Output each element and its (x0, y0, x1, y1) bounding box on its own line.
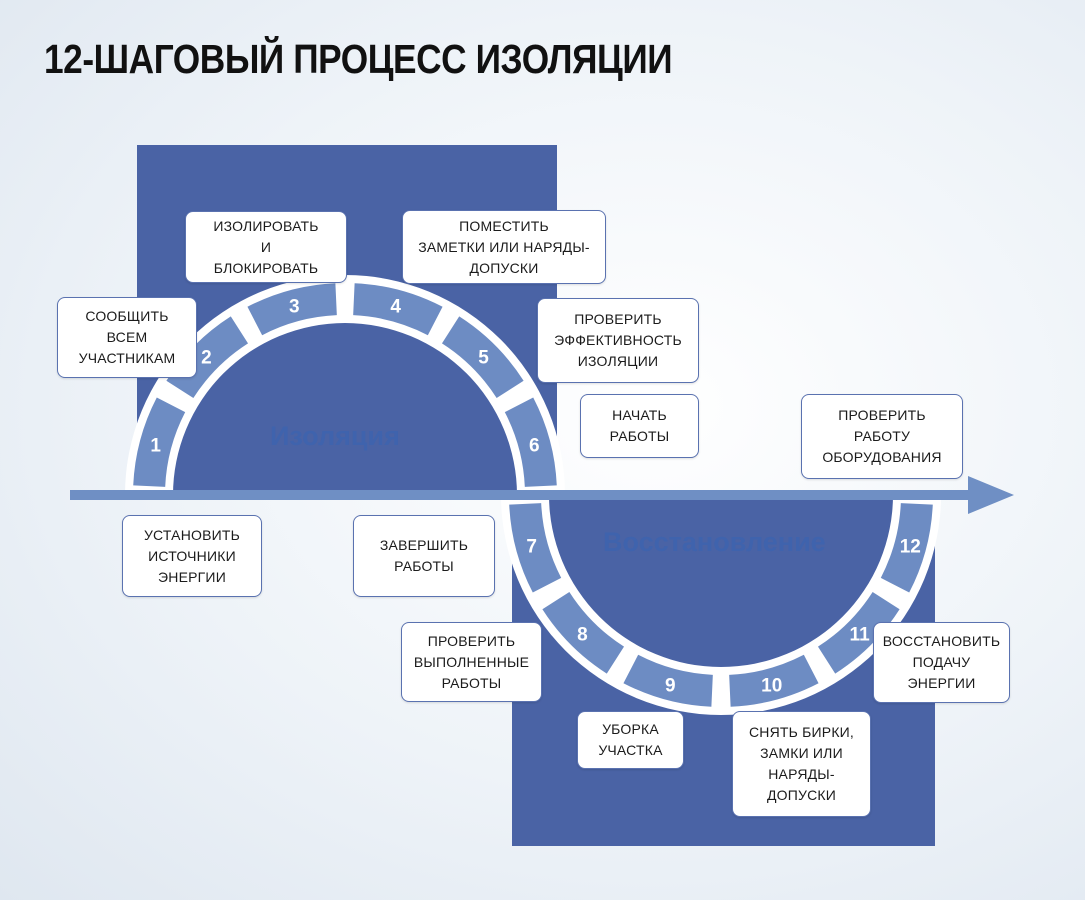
step-segment-8 (542, 591, 625, 674)
page-title: 12-ШАГОВЫЙ ПРОЦЕСС ИЗОЛЯЦИИ (44, 36, 673, 82)
step-number-8: 8 (577, 625, 588, 646)
step-number-2: 2 (201, 347, 212, 368)
card-notify-participants: СООБЩИТЬ ВСЕМ УЧАСТНИКАМ (57, 297, 197, 378)
timeline-arrow-shaft (70, 490, 972, 500)
card-start-work: НАЧАТЬ РАБОТЫ (580, 394, 699, 458)
timeline-arrowhead (968, 476, 1014, 514)
step-segment-7 (509, 503, 562, 593)
step-segment-10 (729, 654, 819, 707)
card-isolate-and-lock: ИЗОЛИРОВАТЬ И БЛОКИРОВАТЬ (185, 211, 347, 283)
step-number-1: 1 (150, 435, 161, 456)
step-number-4: 4 (390, 297, 401, 318)
card-check-completed-work: ПРОВЕРИТЬ ВЫПОЛНЕННЫЕ РАБОТЫ (401, 622, 542, 702)
card-verify-isolation: ПРОВЕРИТЬ ЭФФЕКТИВНОСТЬ ИЗОЛЯЦИИ (537, 298, 699, 383)
step-segment-5 (441, 316, 524, 399)
card-place-tags: ПОМЕСТИТЬ ЗАМЕТКИ ИЛИ НАРЯДЫ- ДОПУСКИ (402, 210, 606, 284)
step-segment-9 (623, 654, 713, 707)
step-number-10: 10 (761, 675, 782, 696)
step-number-5: 5 (478, 347, 489, 368)
step-number-9: 9 (665, 675, 676, 696)
card-finish-work: ЗАВЕРШИТЬ РАБОТЫ (353, 515, 495, 597)
step-number-3: 3 (289, 297, 300, 318)
step-segment-11 (817, 591, 900, 674)
step-number-7: 7 (526, 537, 537, 558)
step-number-12: 12 (900, 537, 921, 558)
isolation-phase-label: Изоляция (270, 421, 400, 451)
step-segment-4 (353, 283, 443, 336)
card-clean-area: УБОРКА УЧАСТКА (577, 711, 684, 769)
step-number-11: 11 (850, 625, 871, 646)
recovery-phase-label: Восстановление (603, 527, 826, 557)
step-segment-12 (880, 503, 933, 593)
step-segment-6 (504, 397, 557, 487)
card-restore-energy: ВОССТАНОВИТЬ ПОДАЧУ ЭНЕРГИИ (873, 622, 1010, 703)
step-segment-3 (247, 283, 337, 336)
card-remove-tags-locks: СНЯТЬ БИРКИ, ЗАМКИ ИЛИ НАРЯДЫ- ДОПУСКИ (732, 711, 871, 817)
card-check-equipment: ПРОВЕРИТЬ РАБОТУ ОБОРУДОВАНИЯ (801, 394, 963, 479)
step-segment-1 (133, 397, 186, 487)
card-identify-energy-sources: УСТАНОВИТЬ ИСТОЧНИКИ ЭНЕРГИИ (122, 515, 262, 597)
step-number-6: 6 (529, 435, 540, 456)
